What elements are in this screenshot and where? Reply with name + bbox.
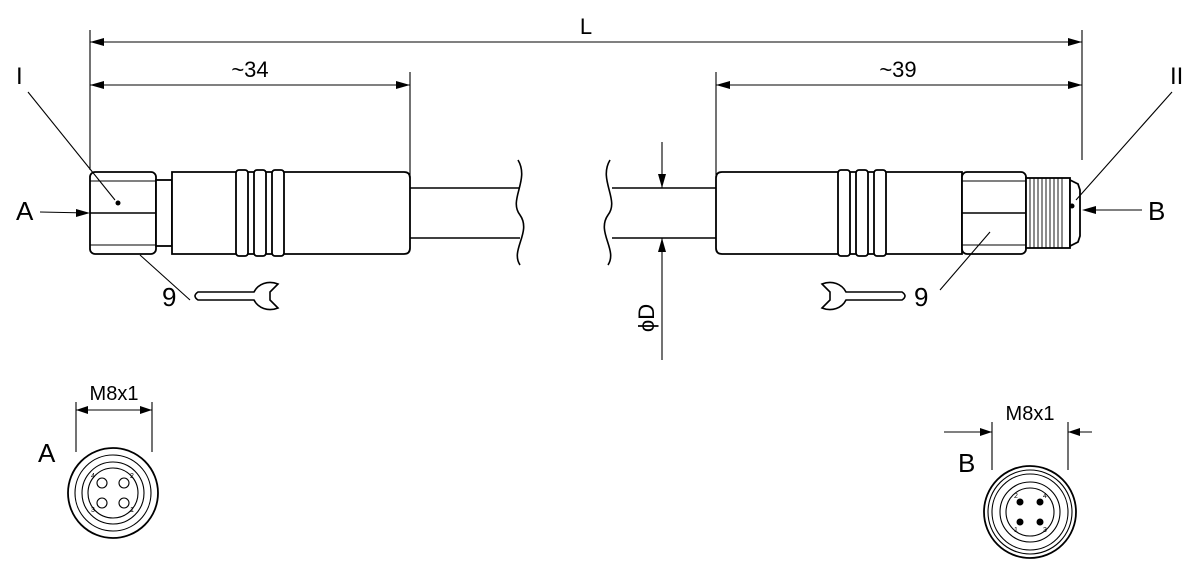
connector-left-female <box>89 169 411 257</box>
thread-left-label: M8x1 <box>90 383 139 405</box>
front-view-b-label: B <box>958 448 975 478</box>
front-view-male: M8x1 B 1 2 3 4 <box>944 403 1092 559</box>
svg-text:I: I <box>16 63 23 90</box>
dimension-diameter: ϕD <box>634 142 666 360</box>
pin-male-4: 4 <box>1043 493 1047 500</box>
svg-text:A: A <box>16 196 34 226</box>
front-view-a-label: A <box>38 438 56 468</box>
front-view-female: M8x1 A 1 2 3 4 <box>38 383 159 539</box>
pin-female-4: 4 <box>91 473 95 480</box>
wrench-right-icon: 9 <box>820 231 991 312</box>
pin-male-1: 1 <box>1014 527 1018 534</box>
svg-text:II: II <box>1170 63 1183 90</box>
pin-female-1: 1 <box>130 507 134 514</box>
overall-length-label: L <box>580 14 592 39</box>
cable <box>410 159 716 266</box>
pin-female-2: 2 <box>130 473 134 480</box>
label-view-b: B <box>1082 196 1165 226</box>
dimension-overall-length: L <box>89 14 1083 170</box>
diameter-label: ϕD <box>634 304 659 332</box>
thread-right-label: M8x1 <box>1006 403 1055 425</box>
svg-text:B: B <box>1148 196 1165 226</box>
dimension-right-length: ~39 <box>715 57 1082 175</box>
pin-female-3: 3 <box>91 507 95 514</box>
pin-male-2: 2 <box>1014 493 1018 500</box>
thread-lines <box>1029 178 1063 248</box>
pin-male-3: 3 <box>1043 527 1047 534</box>
dimension-left-length: ~34 <box>90 57 411 178</box>
wrench-right-size: 9 <box>914 282 928 312</box>
label-view-a: A <box>16 196 90 226</box>
wrench-left-size: 9 <box>162 282 176 312</box>
label-end-left: I <box>16 63 116 201</box>
left-length-label: ~34 <box>231 57 268 82</box>
label-end-right: II <box>1075 63 1183 201</box>
right-length-label: ~39 <box>879 57 916 82</box>
wrench-left-icon: 9 <box>139 254 280 312</box>
connector-right-male <box>715 169 1081 257</box>
